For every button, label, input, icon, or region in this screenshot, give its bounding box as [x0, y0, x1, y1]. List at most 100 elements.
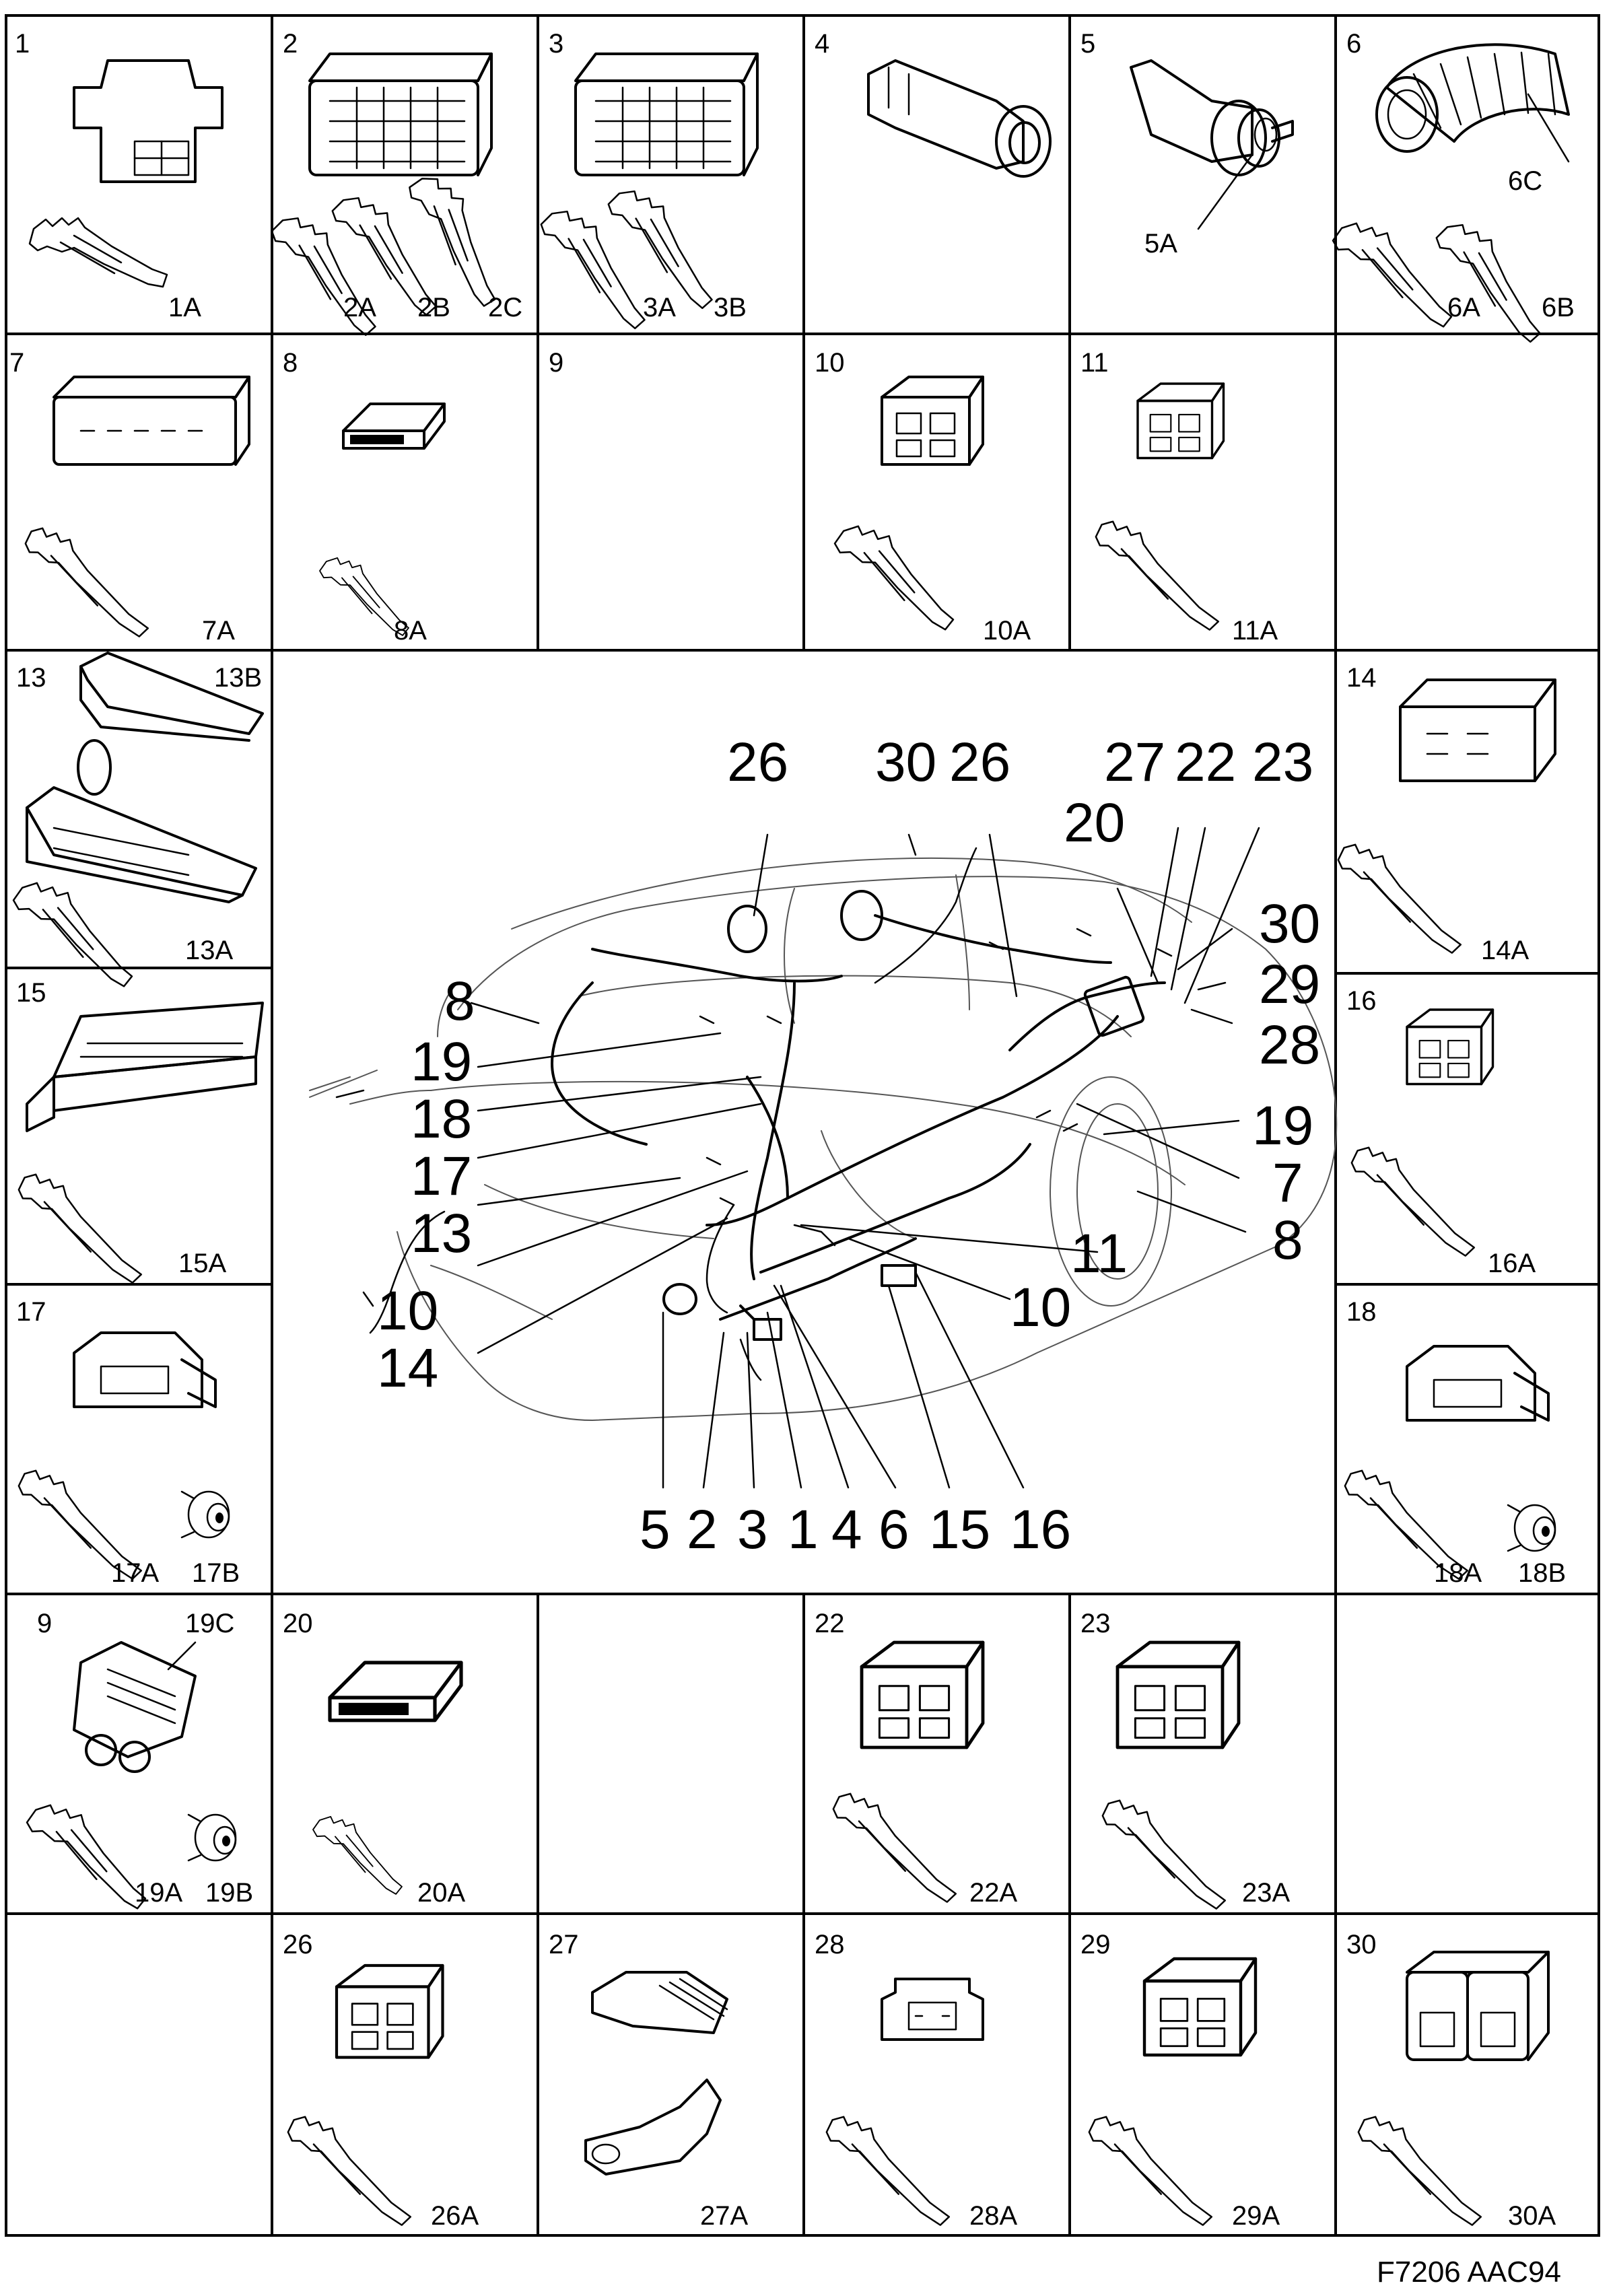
part-label: 1A	[168, 293, 201, 322]
cell-1: 1 1A	[15, 29, 224, 322]
rear-wheel	[1050, 1076, 1172, 1307]
part-label: 11A	[1232, 616, 1278, 646]
connector-housing-13	[26, 739, 257, 903]
cell-2: 2 2A 2B 2C	[249, 29, 532, 339]
connector-housing-1	[73, 59, 224, 183]
cell-number: 15	[16, 978, 46, 1008]
connector-housing-7	[53, 376, 250, 466]
connector-housing-30	[1406, 1951, 1550, 2061]
part-label: 23A	[1242, 1878, 1290, 1908]
cell-number: 4	[815, 29, 829, 59]
cell-14: 14 14A	[1320, 663, 1556, 965]
part-label: 26A	[431, 2201, 479, 2231]
callout-leaders	[470, 827, 1260, 1489]
callout: 26	[727, 732, 788, 793]
callout: 18	[411, 1088, 472, 1150]
corrugated-conduit-6	[1375, 43, 1570, 153]
cell-3: 3 3A 3B	[518, 29, 759, 332]
connector-block	[881, 1264, 917, 1287]
callout: 8	[444, 971, 475, 1032]
part-label: 5A	[1144, 229, 1177, 258]
cell-10: 10 10A	[815, 348, 1031, 646]
wiring-harness	[551, 914, 1166, 1321]
part-label: 2A	[343, 293, 376, 322]
callout-numbers: 26 30 26 27 22 23 20 30 29 28 8 19 18 17…	[377, 732, 1320, 1560]
cell-number: 18	[1346, 1297, 1377, 1327]
callout: 23	[1252, 732, 1313, 793]
cell-number: 22	[815, 1609, 845, 1638]
cell-number: 17	[16, 1297, 46, 1327]
cell-number: 13	[16, 663, 46, 693]
vehicle-body-outline	[397, 876, 1338, 1422]
callout: 14	[377, 1337, 438, 1399]
leader-line	[1527, 93, 1570, 163]
part-label: 16A	[1488, 1249, 1536, 1278]
cell-number: 16	[1346, 986, 1377, 1016]
part-label: 19A	[135, 1878, 182, 1908]
speaker-left	[727, 905, 767, 953]
cell-number: 11	[1080, 348, 1109, 378]
cell-8: 8 8A	[283, 348, 446, 646]
cell-5: 5 5A	[1080, 29, 1294, 258]
part-label: 2C	[488, 293, 522, 322]
cell-number: 23	[1080, 1609, 1111, 1638]
cell-19: 9 19C 19A 19B	[11, 1609, 253, 1911]
callout: 28	[1259, 1014, 1320, 1076]
bulb-socket-4	[867, 59, 1052, 178]
cell-number: 26	[283, 1930, 313, 1959]
cell-6: 6 6C 6A 6B	[1317, 29, 1575, 345]
callout: 4	[831, 1499, 862, 1560]
callout: 22	[1175, 732, 1236, 793]
cell-number: 20	[283, 1609, 313, 1638]
callout: 8	[1272, 1210, 1303, 1271]
cell-number: 30	[1346, 1930, 1377, 1959]
callout: 11	[1070, 1223, 1128, 1284]
callout: 10	[377, 1280, 438, 1342]
connector-housing-18	[1406, 1345, 1550, 1422]
part-label: 7A	[202, 616, 235, 646]
cell-13: 13 13B 13A	[0, 652, 264, 989]
cell-17: 17 17A 17B	[1, 1297, 240, 1588]
part-label: 13B	[214, 663, 262, 693]
callout: 16	[1010, 1499, 1071, 1560]
part-label: 27A	[700, 2201, 748, 2231]
part-label: 19C	[185, 1609, 234, 1638]
part-label: 19B	[205, 1878, 253, 1908]
clip-housing-28	[881, 1978, 984, 2041]
callout: 10	[1010, 1277, 1071, 1338]
leader-line	[1197, 153, 1253, 230]
connector-housing-14	[1399, 679, 1556, 782]
cell-20: 20 20A	[283, 1609, 465, 1908]
part-label: 17A	[111, 1558, 159, 1588]
terminal-27a	[584, 2079, 722, 2176]
callout: 15	[929, 1499, 990, 1560]
cell-30: 30 30A	[1340, 1930, 1556, 2231]
callout: 19	[1252, 1095, 1313, 1156]
cell-28: 28 28A	[809, 1930, 1017, 2231]
cell-15: 15 15A	[1, 978, 264, 1286]
cell-number: 9	[549, 348, 563, 378]
part-label: 3A	[643, 293, 676, 322]
cell-9: 9	[549, 348, 563, 378]
callout: 29	[1259, 954, 1320, 1015]
cell-22: 22 22A	[815, 1609, 1017, 1908]
cell-number: 9	[37, 1609, 52, 1638]
callout: 20	[1064, 792, 1125, 854]
cell-number: 10	[815, 348, 845, 378]
part-label: 8A	[394, 616, 427, 646]
callout: 17	[411, 1146, 472, 1207]
cell-27: 27 27A	[549, 1930, 748, 2231]
callout: 6	[879, 1499, 909, 1560]
cell-number: 14	[1346, 663, 1377, 693]
connector-housing-19	[73, 1641, 197, 1773]
part-label: 3B	[714, 293, 747, 322]
part-label: 6B	[1542, 293, 1575, 322]
connector-housing-15	[26, 1002, 264, 1132]
connector-housing-2	[308, 53, 493, 176]
speaker-right	[840, 890, 883, 941]
callout: 1	[788, 1499, 819, 1560]
cell-number: 29	[1080, 1930, 1111, 1959]
drawing-code: F7206 AAC94	[1377, 2256, 1561, 2289]
cell-number: 28	[815, 1930, 845, 1959]
callout: 30	[875, 732, 936, 793]
